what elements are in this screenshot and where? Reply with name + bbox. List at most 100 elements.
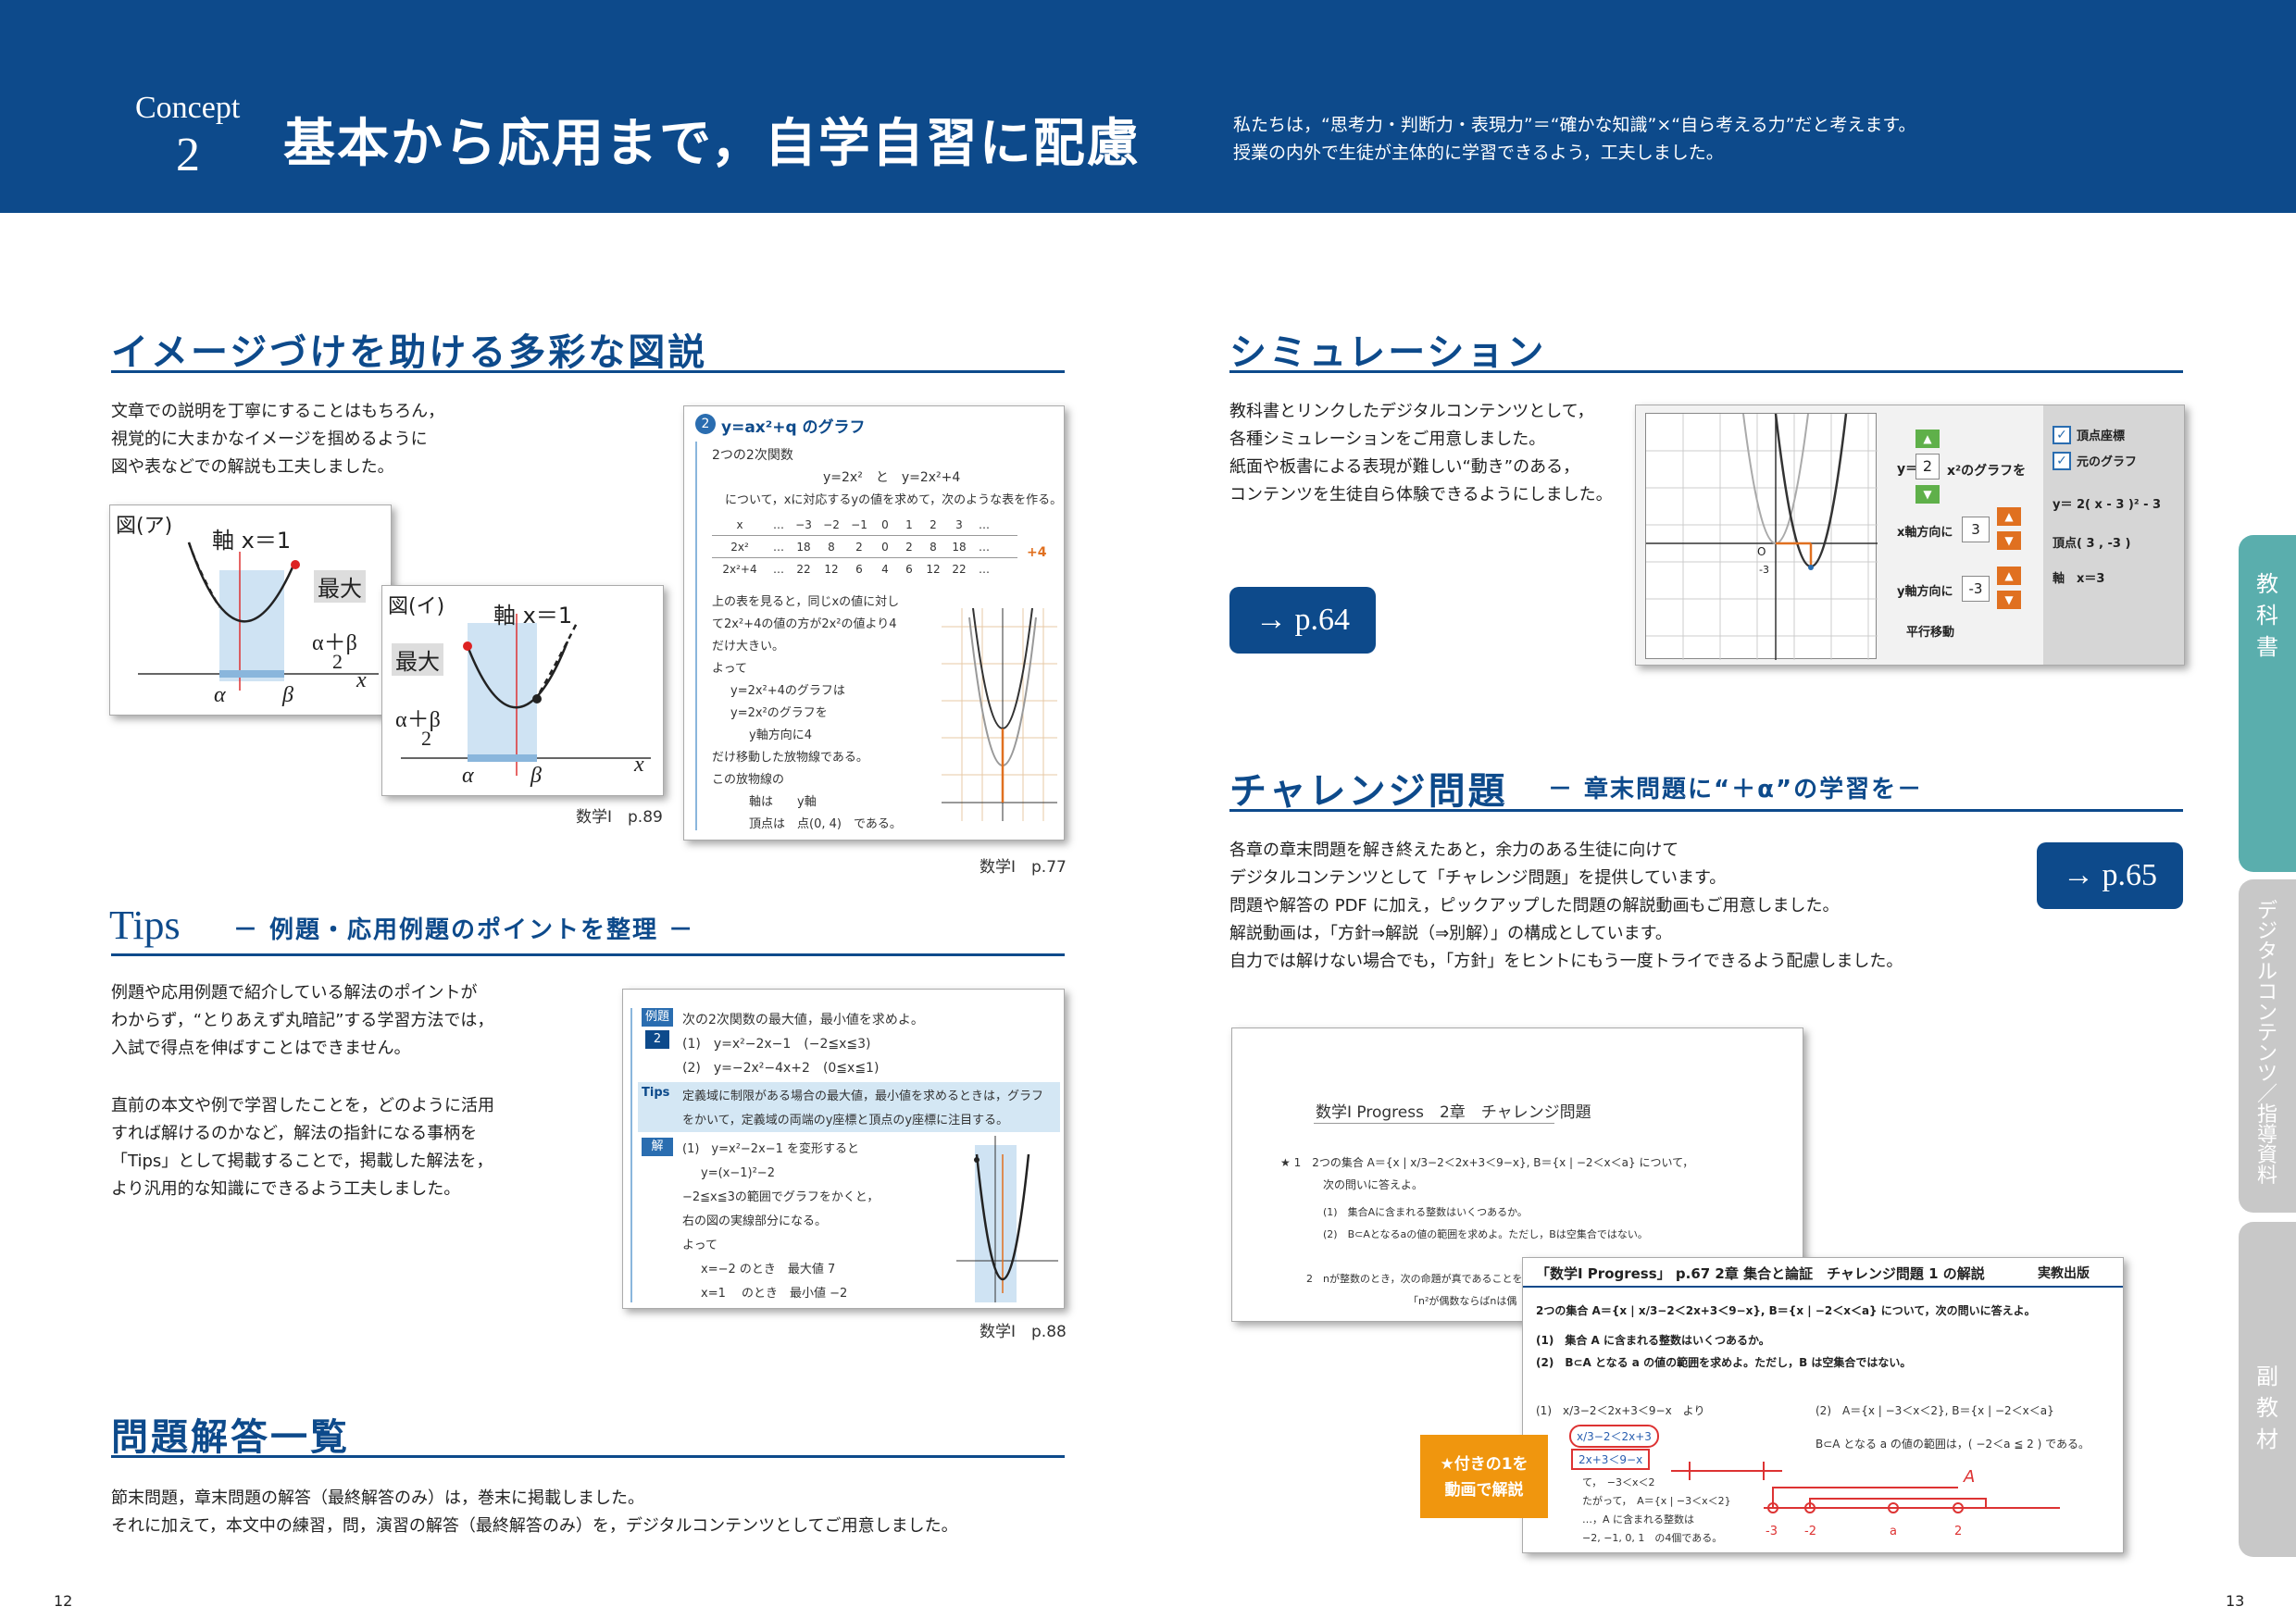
axis-readout: 軸 x＝3	[2053, 572, 2105, 586]
table-cell: 3	[955, 517, 963, 531]
publisher-brand: 実教出版	[2038, 1266, 2090, 1281]
table-cell: 12	[926, 563, 941, 576]
y-shift-down-button[interactable]: ▼	[1997, 591, 2021, 609]
figure-a-caption: 数学Ⅰ p.89	[576, 808, 663, 827]
video-badge: ★付きの1を 動画で解説	[1420, 1435, 1548, 1518]
imagery-rule	[111, 370, 1065, 373]
coef-down-button[interactable]: ▼	[1915, 485, 1940, 504]
section-number-badge: 2	[695, 414, 716, 434]
table-cell: …	[773, 563, 784, 576]
simulation-graph	[1646, 413, 1878, 660]
table-cell: …	[979, 517, 990, 531]
figure-b-graph	[401, 614, 651, 776]
tips-rule	[111, 953, 1065, 956]
figure-b: 図(イ) 軸 x＝1 最大 α＋β 2 α β x	[381, 585, 664, 796]
info-panel	[2043, 405, 2184, 665]
tips-tag: Tips	[642, 1086, 670, 1100]
challenge-body: 各章の章末問題を解き終えたあと，余力のある生徒に向けて デジタルコンテンツとして…	[1229, 841, 1903, 971]
textbook-caption: 数学Ⅰ p.77	[980, 858, 1067, 877]
tab-textbook[interactable]: 教科書	[2239, 535, 2296, 872]
challenge-solution-doc: 「数学Ⅰ Progress」 p.67 2章 集合と論証 チャレンジ問題 1 の…	[1522, 1257, 2124, 1553]
solution-header: 「数学Ⅰ Progress」 p.67 2章 集合と論証 チャレンジ問題 1 の…	[1536, 1265, 1985, 1282]
handwritten-ineq-2: 2x+3＜9−x	[1571, 1449, 1651, 1470]
simulation-panel: O -3 ▲ y＝ 2 ▼ x²のグラフを x軸方向に 3 ▲ ▼ y軸方向に …	[1635, 405, 2185, 666]
textbook-graph	[942, 608, 1057, 821]
figure-a-frac-top: α＋β	[312, 631, 357, 655]
tips-title: Tips	[109, 903, 181, 948]
figure-a-axis: 軸 x＝1	[212, 528, 292, 554]
tips-box	[638, 1082, 1060, 1132]
table-cell: …	[773, 540, 784, 554]
table-cell: −3	[795, 517, 812, 531]
table-cell: 12	[824, 563, 839, 576]
page-number-left: 12	[54, 1592, 73, 1610]
textbook-margin-line	[695, 442, 697, 830]
x-shift-input[interactable]: 3	[1962, 517, 1990, 542]
move-label: 平行移動	[1906, 626, 1955, 640]
tips-example: 例題 2 次の2次関数の最大値，最小値を求めよ。 (1) y=x²−2x−1 (…	[622, 989, 1065, 1309]
header-banner	[0, 0, 2296, 213]
page-number-right: 13	[2226, 1592, 2245, 1610]
x-shift-down-button[interactable]: ▼	[1997, 531, 2021, 550]
example-tag: 例題	[642, 1008, 673, 1027]
neg3-label: -3	[1759, 564, 1769, 576]
tips-caption: 数学Ⅰ p.88	[980, 1323, 1067, 1341]
y-label: y＝	[1897, 462, 1919, 477]
simulation-body: 教科書とリンクしたデジタルコンテンツとして， 各種シミュレーションをご用意しまし…	[1229, 402, 1613, 504]
simulation-title: シミュレーション	[1229, 331, 1547, 374]
number-lines	[1671, 1462, 2060, 1513]
concept-label: Concept	[135, 91, 241, 125]
x-shift-label: x軸方向に	[1897, 526, 1953, 540]
example-number: 2	[645, 1030, 669, 1049]
x-shift-up-button[interactable]: ▲	[1997, 507, 2021, 526]
figure-a-beta: β	[282, 683, 293, 707]
table-cell: 18	[796, 540, 811, 554]
figure-b-frac-top: α＋β	[395, 708, 441, 732]
simulation-page-link[interactable]: → p.64	[1229, 587, 1376, 654]
solution-tag: 解	[642, 1138, 673, 1156]
coef-up-button[interactable]: ▲	[1915, 430, 1940, 448]
table-cell: 1	[905, 517, 913, 531]
handwritten-ineq-1: x/3−2＜2x+3	[1569, 1425, 1659, 1448]
hw-set-a: A	[1964, 1467, 1976, 1487]
answers-title: 問題解答一覧	[111, 1416, 350, 1459]
y-shift-label: y軸方向に	[1897, 585, 1953, 599]
challenge-title: チャレンジ問題	[1229, 770, 1508, 813]
table-cell: …	[979, 563, 990, 576]
vertex-readout: 頂点( 3 , -3 )	[2053, 537, 2131, 551]
textbook-excerpt: 2 y=ax²+q のグラフ 2つの2次関数 y=2x² と y=2x²+4 に…	[683, 405, 1065, 841]
table-cell: 4	[881, 563, 889, 576]
table-cell: 2x²	[730, 540, 749, 554]
figure-b-axis: 軸 x＝1	[493, 603, 573, 629]
figure-a-x: x	[356, 668, 367, 692]
challenge-page-link[interactable]: → p.65	[2037, 842, 2183, 909]
table-cell: 0	[881, 517, 889, 531]
figure-a: 図(ア) 軸 x＝1 最大 α＋β 2 α β x	[109, 504, 392, 716]
doc-title: 数学Ⅰ Progress 2章 チャレンジ問題	[1316, 1103, 1591, 1122]
imagery-body: 文章での説明を丁寧にすることはもちろん， 視覚的に大まかなイメージを掴めるように…	[111, 402, 445, 477]
tab-digital-content[interactable]: デジタルコンテンツ／指導資料	[2239, 879, 2296, 1213]
concept-number: 2	[176, 129, 200, 181]
table-cell: 2	[930, 517, 937, 531]
table-cell: 8	[930, 540, 937, 554]
plus4-label: +4	[1027, 545, 1047, 560]
table-cell: 6	[905, 563, 913, 576]
intro-line-1: 私たちは，“思考力・判断力・表現力”＝“確かな知識”×“自ら考える力”だと考えま…	[1233, 115, 1916, 135]
table-cell: 2x²+4	[722, 563, 757, 576]
tips-subtitle: － 例題・応用例題のポイントを整理 －	[233, 916, 695, 944]
figure-a-max: 最大	[314, 570, 366, 603]
answers-body: 節末問題，章末問題の解答（最終解答のみ）は，巻末に掲載しました。 それに加えて，…	[111, 1488, 958, 1536]
table-cell: −2	[823, 517, 840, 531]
table-cell: 2	[905, 540, 913, 554]
tab-supplementary[interactable]: 副教材	[2239, 1222, 2296, 1557]
table-cell: 0	[881, 540, 889, 554]
y-shift-input[interactable]: -3	[1962, 576, 1990, 602]
figure-b-label: 図(イ)	[388, 595, 445, 618]
table-cell: 8	[828, 540, 835, 554]
original-graph-checkbox[interactable]: ✓	[2053, 452, 2071, 470]
coef-input[interactable]: 2	[1915, 454, 1940, 479]
vertex-checkbox[interactable]: ✓	[2053, 426, 2071, 444]
y-shift-up-button[interactable]: ▲	[1997, 567, 2021, 585]
textbook-heading: y=ax²+q のグラフ	[721, 418, 866, 437]
graph-label: x²のグラフを	[1947, 464, 2027, 479]
